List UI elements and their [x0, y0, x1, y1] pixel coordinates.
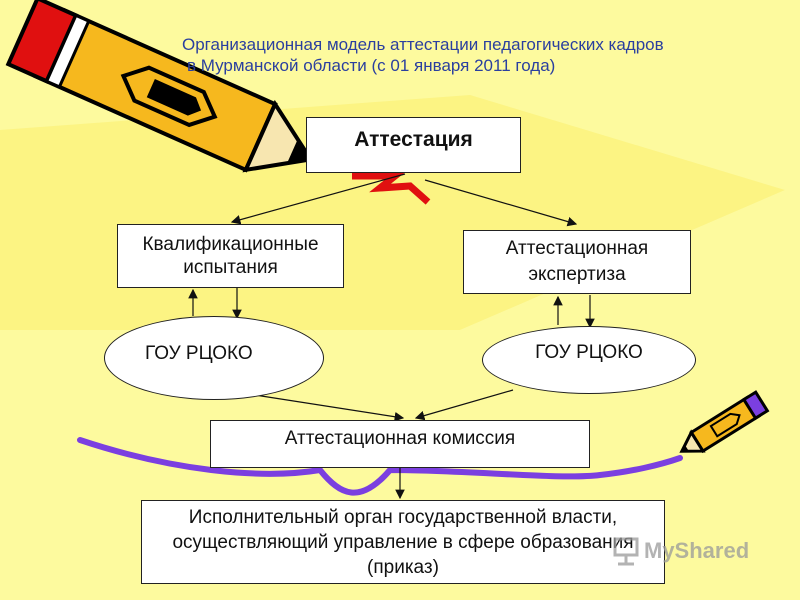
arrow-attestation-to-qualification [230, 173, 406, 225]
executive-body-box: Исполнительный орган государственной вла… [141, 500, 665, 584]
gou-rcoko-left-label: ГОУ РЦОКО [145, 343, 253, 364]
arrow-attestation-to-expertise [424, 179, 578, 227]
commission-label: Аттестационная комиссия [284, 428, 516, 449]
commission-box: Аттестационная комиссия [210, 420, 590, 468]
attestation-expertise-label: Аттестационная экспертиза [505, 238, 649, 285]
purple-curve [77, 437, 683, 496]
arrow-gou-right-to-commission [414, 389, 514, 421]
title-line-1: Организационная модель аттестации педаго… [182, 35, 664, 54]
watermark-text: MyShared [644, 538, 750, 563]
executive-body-label: Исполнительный орган государственной вла… [172, 506, 634, 578]
presentation-board-icon [613, 537, 639, 566]
small-pencil-icon [679, 390, 770, 454]
attestation-box: Аттестация [306, 117, 521, 173]
qualification-tests-box: Квалификационные испытания [117, 224, 344, 288]
attestation-label: Аттестация [354, 128, 473, 151]
title-line-2: в Мурманской области (с 01 января 2011 г… [187, 56, 556, 75]
arrow-gou-left-to-commission [254, 394, 405, 422]
attestation-expertise-box: Аттестационная экспертиза [463, 230, 691, 294]
qualification-tests-label: Квалификационные испытания [142, 234, 319, 278]
page-title: Организационная модель аттестации педаго… [182, 34, 782, 76]
gou-rcoko-right-ellipse: ГОУ РЦОКО [482, 326, 696, 394]
connector-arrows [188, 173, 595, 500]
gou-rcoko-left-ellipse: ГОУ РЦОКО [104, 316, 324, 400]
watermark: MyShared [612, 536, 749, 566]
big-pencil-icon [5, 0, 315, 173]
pencil-scribble [352, 172, 431, 205]
gou-rcoko-right-label: ГОУ РЦОКО [535, 342, 643, 363]
